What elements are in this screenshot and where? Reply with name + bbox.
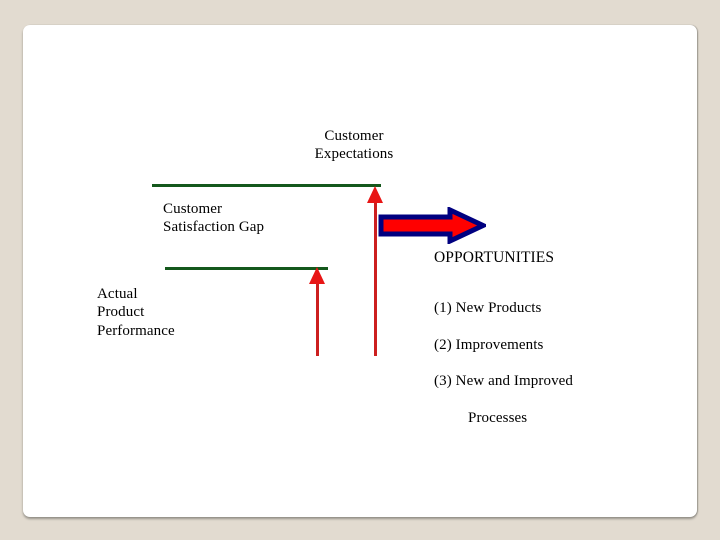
arrow-shaft — [316, 279, 319, 356]
opportunities-heading: OPPORTUNITIES — [434, 249, 555, 266]
list-item: Processes — [468, 410, 528, 427]
customer-satisfaction-gap-label: Customer Satisfaction Gap — [163, 201, 265, 236]
customer-expectations-level-line — [152, 184, 381, 187]
arrow-head — [367, 186, 383, 203]
up-arrow-icon-performance — [309, 267, 326, 356]
actual-performance-level-line — [165, 267, 328, 270]
customer-expectations-label: Customer Expectations — [314, 128, 394, 163]
list-item: (1) New Products — [434, 300, 542, 317]
arrow-shaft — [374, 198, 377, 356]
up-arrow-icon-expectations — [367, 186, 384, 356]
opportunities-list: (1) New Products (2) Improvements (3) Ne… — [434, 281, 644, 446]
list-item: (2) Improvements — [434, 336, 544, 353]
slide-canvas — [23, 25, 697, 517]
actual-product-performance-label: Actual Product Performance — [97, 286, 175, 339]
list-item: (3) New and Improved — [434, 373, 574, 390]
right-block-arrow-icon — [378, 207, 486, 244]
block-arrow-shape — [378, 207, 486, 244]
arrow-head — [309, 267, 325, 284]
